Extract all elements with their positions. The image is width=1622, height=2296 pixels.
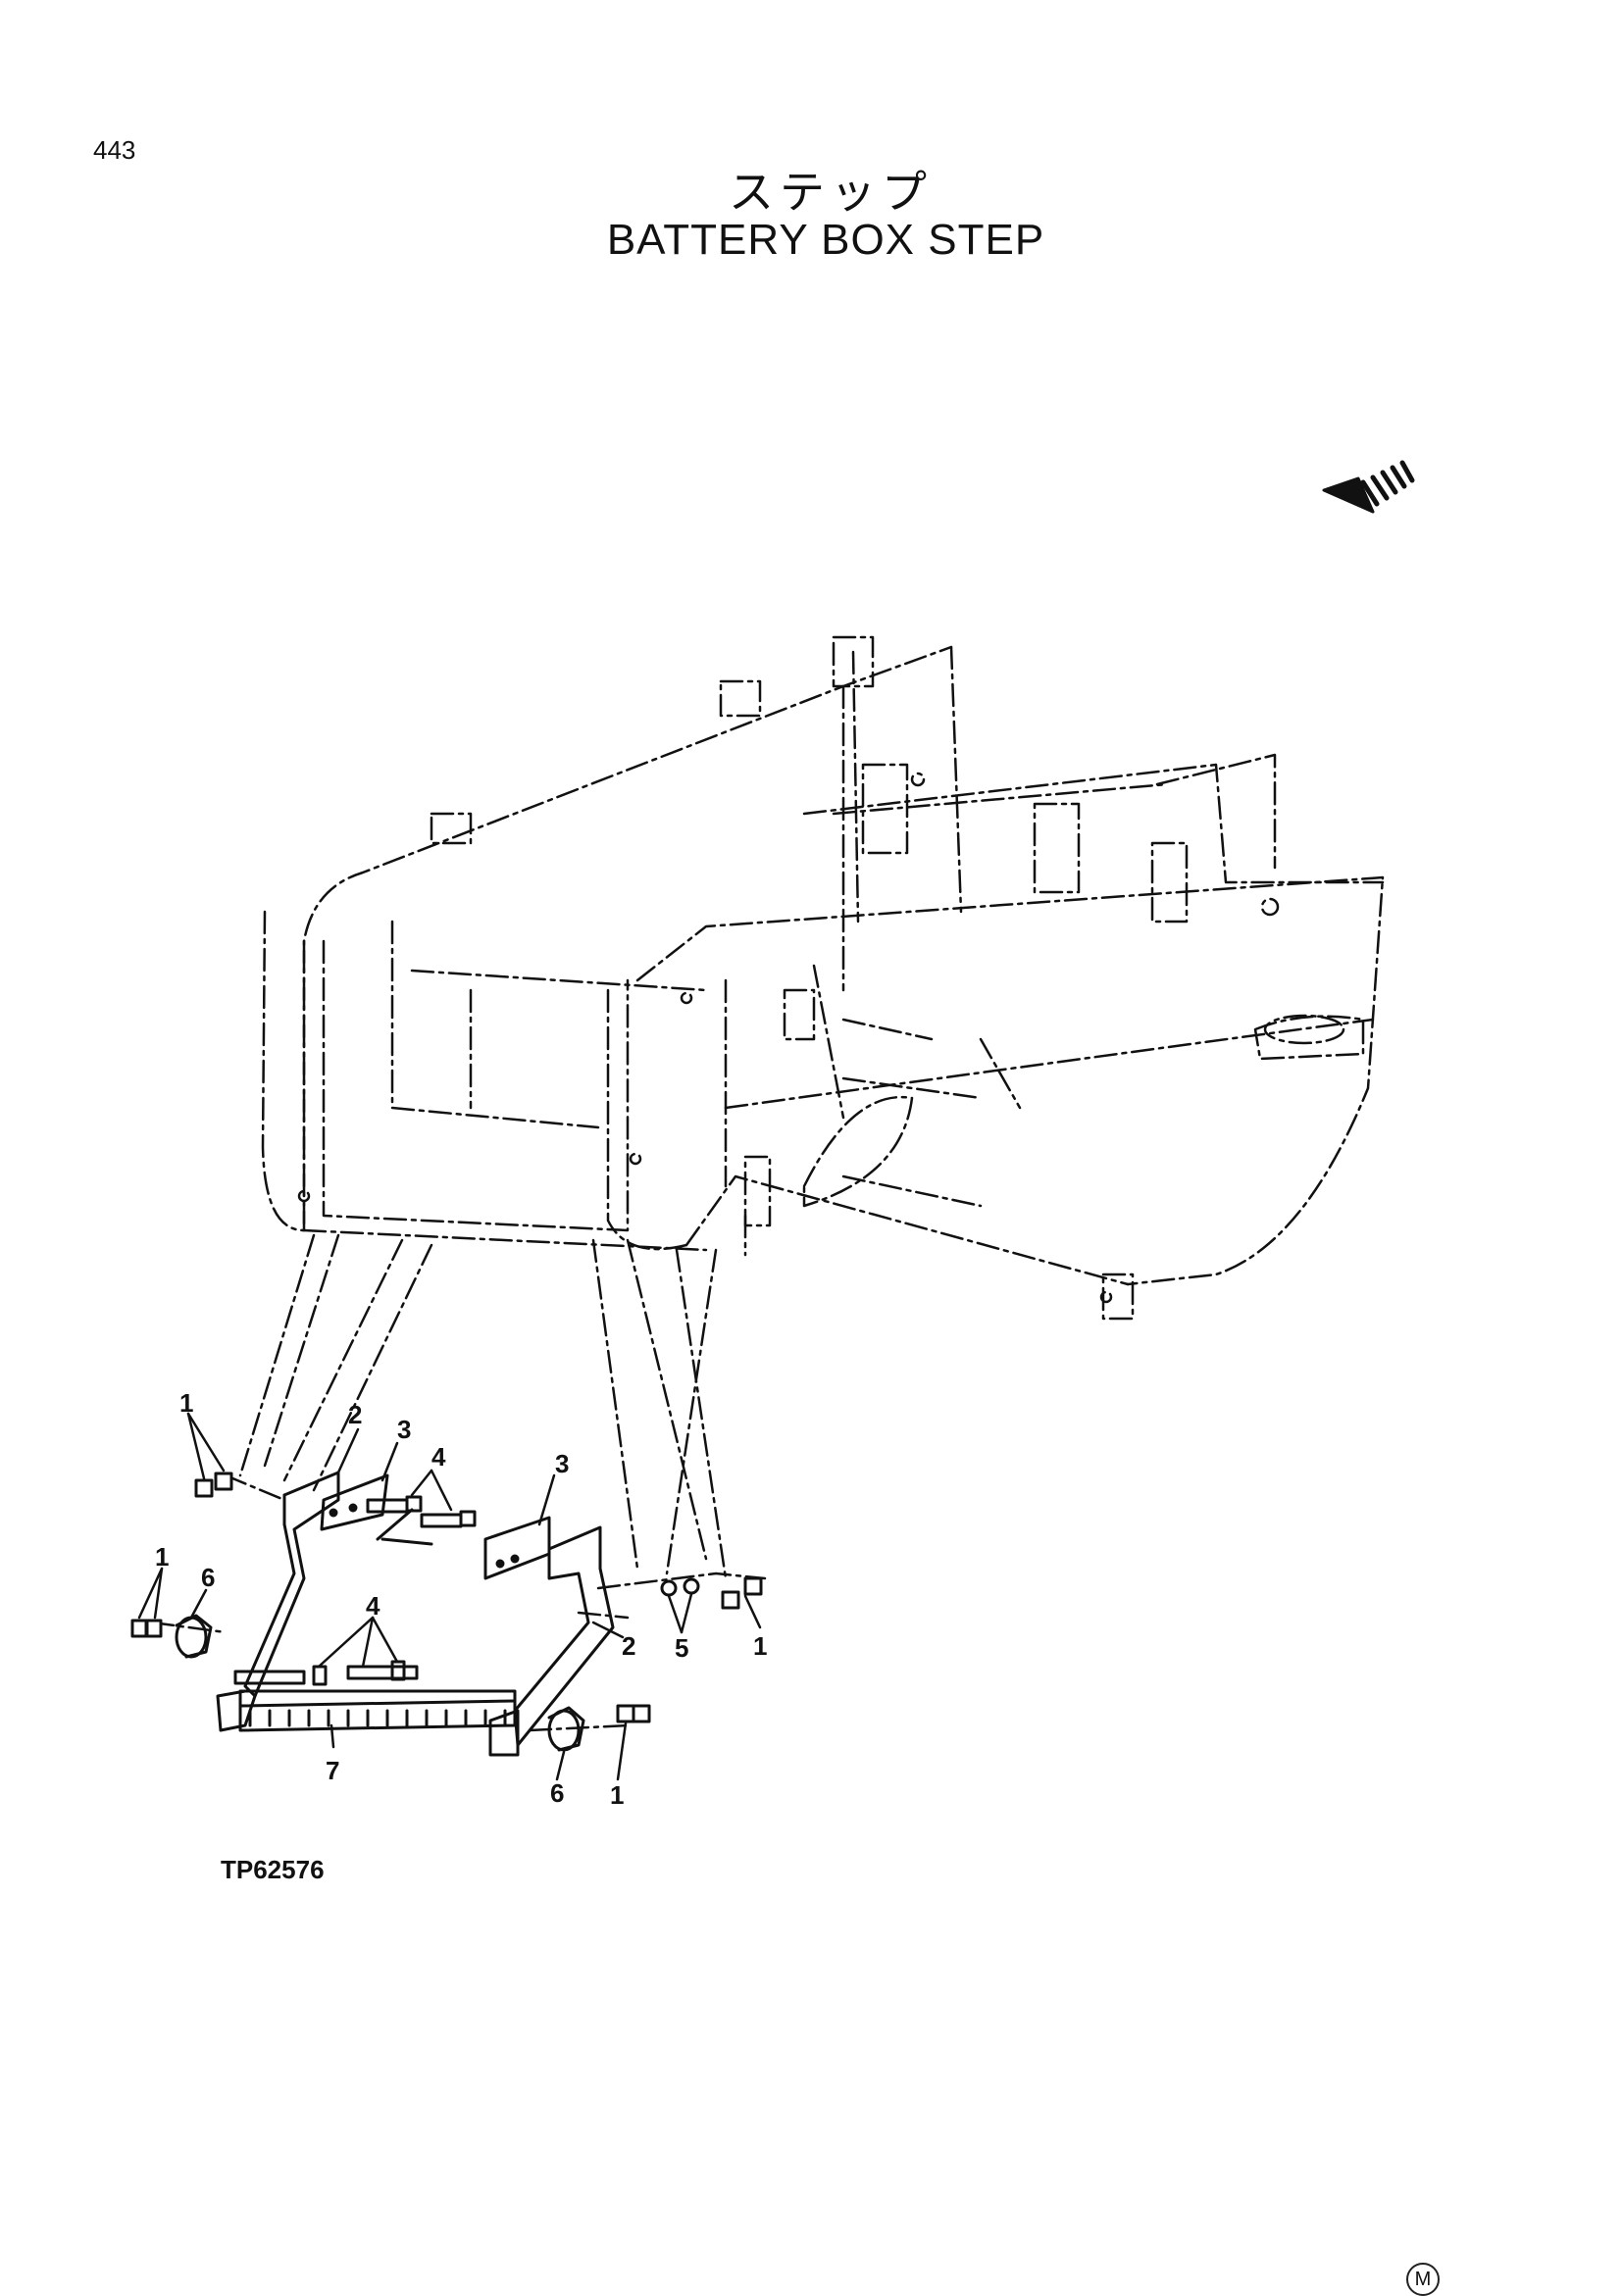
page-number: 443 <box>93 135 136 165</box>
step-bracket-right <box>488 1525 615 1757</box>
bolts-4-upper <box>366 1495 477 1546</box>
pad-6-right <box>547 1706 585 1752</box>
callout-label: 1 <box>610 1780 624 1810</box>
callout-label: 3 <box>397 1415 411 1444</box>
connection-lines <box>150 1233 767 1732</box>
callout-label: 2 <box>348 1400 362 1429</box>
callout-label: 5 <box>675 1633 688 1663</box>
callout-label: 1 <box>155 1542 169 1572</box>
bolts-4-lower <box>233 1660 419 1686</box>
step-crossbar-7 <box>238 1689 517 1732</box>
callout-label: 4 <box>366 1591 380 1621</box>
plate-3-right <box>483 1516 551 1580</box>
callout-label: 6 <box>550 1778 564 1808</box>
nuts-1 <box>130 1472 763 1723</box>
pad-6-left <box>175 1614 213 1659</box>
callout-label: 1 <box>179 1388 193 1418</box>
direction-arrow-icon <box>1322 460 1415 514</box>
callout-label: 7 <box>326 1756 339 1785</box>
callout-label: 3 <box>555 1449 569 1478</box>
callout-label: 6 <box>201 1563 215 1592</box>
callout-label: 2 <box>622 1631 635 1661</box>
leader-lines <box>137 1412 762 1781</box>
m-mark-icon: M <box>1406 2263 1440 2296</box>
callout-label: 1 <box>753 1631 767 1661</box>
battery-box-frame <box>261 635 1385 1321</box>
figure-code: TP62576 <box>221 1855 325 1884</box>
washers-5 <box>660 1577 700 1597</box>
title-english: BATTERY BOX STEP <box>606 216 1045 264</box>
callout-label: 4 <box>431 1442 446 1472</box>
title-japanese: ステップ <box>729 166 933 219</box>
step-bracket-left <box>216 1471 340 1732</box>
plate-3-left <box>320 1473 389 1531</box>
